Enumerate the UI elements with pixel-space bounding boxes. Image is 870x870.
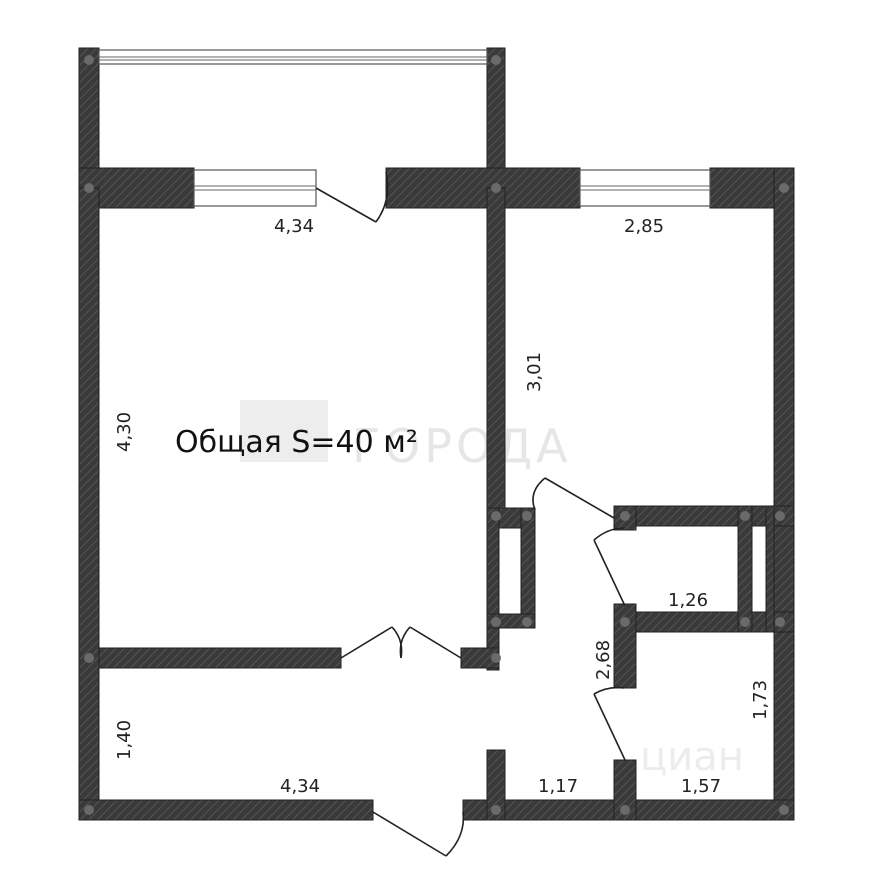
balcony-door bbox=[315, 171, 389, 223]
door-bedroom bbox=[532, 477, 615, 519]
dim-corridor-width: 1,17 bbox=[538, 776, 578, 797]
balcony-left-wall bbox=[78, 47, 100, 189]
balcony-right-wall bbox=[486, 47, 506, 189]
living-window bbox=[193, 169, 317, 207]
door-living bbox=[340, 626, 462, 659]
watermark-gorod-text: ГОРОДА bbox=[352, 419, 572, 473]
outer-walls bbox=[78, 167, 795, 821]
wall-junctions bbox=[84, 55, 789, 815]
door-closet bbox=[593, 527, 626, 607]
dim-living-depth: 4,30 bbox=[114, 412, 135, 452]
dim-hall-width: 4,34 bbox=[280, 776, 320, 797]
right-outer-wall bbox=[773, 167, 795, 821]
watermark-gorod: ГОРОДА bbox=[240, 400, 572, 473]
door-entrance bbox=[372, 811, 465, 857]
door-bath bbox=[593, 686, 626, 761]
balcony-walls bbox=[78, 47, 506, 189]
bath-left-wall bbox=[613, 603, 637, 689]
left-outer-wall bbox=[78, 187, 100, 821]
bedroom-window bbox=[579, 169, 711, 207]
bottom-wall-left bbox=[78, 799, 374, 821]
total-area-label: Общая S=40 м² bbox=[175, 425, 418, 460]
dim-balcony-room-width: 4,34 bbox=[274, 216, 314, 237]
dim-hall-left-depth: 1,40 bbox=[114, 720, 135, 760]
watermark-cian: циан bbox=[640, 734, 744, 780]
dim-bedroom-depth: 3,01 bbox=[524, 352, 545, 392]
dim-bedroom-width: 2,85 bbox=[624, 216, 664, 237]
balcony-window bbox=[98, 49, 488, 65]
interior-walls bbox=[98, 187, 795, 821]
dim-closet-width: 1,26 bbox=[668, 590, 708, 611]
dim-hall-depth: 2,68 bbox=[593, 640, 614, 680]
partition-living-hall bbox=[98, 647, 342, 669]
dim-bath-width: 1,57 bbox=[681, 776, 721, 797]
partition-living-bedroom bbox=[486, 187, 506, 509]
watermark-cian-text: циан bbox=[640, 734, 744, 780]
dim-bath-depth: 1,73 bbox=[750, 680, 771, 720]
